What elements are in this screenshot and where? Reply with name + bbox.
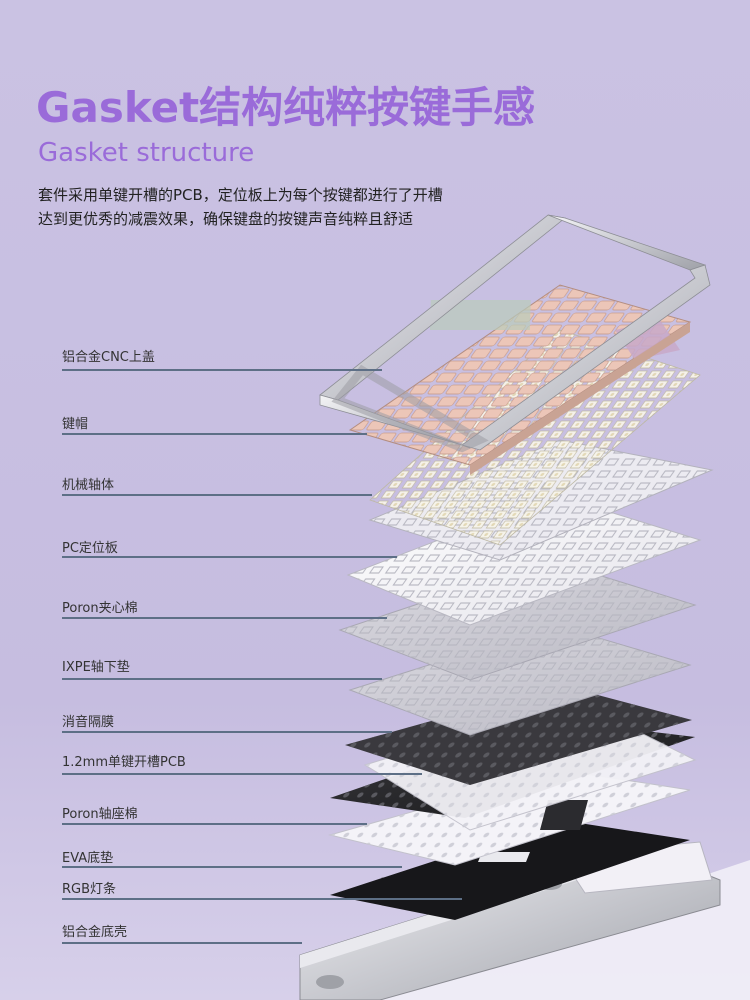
leader-line <box>62 617 387 619</box>
leader-line <box>62 942 302 944</box>
layer-label-bottom-case: 铝合金底壳 <box>62 925 128 940</box>
description: 套件采用单键开槽的PCB，定位板上为每个按键都进行了开槽 达到更优秀的减震效果，… <box>38 183 598 231</box>
page-subtitle: Gasket structure <box>38 138 255 168</box>
layer-label-pc-plate: PC定位板 <box>62 541 118 556</box>
leader-line <box>62 678 382 680</box>
leader-line <box>62 433 367 435</box>
description-line-2: 达到更优秀的减震效果，确保键盘的按键声音纯粹且舒适 <box>38 210 414 228</box>
leader-line <box>62 731 392 733</box>
description-line-1: 套件采用单键开槽的PCB，定位板上为每个按键都进行了开槽 <box>38 186 443 204</box>
leader-line <box>62 866 402 868</box>
eva-pad <box>330 820 690 920</box>
layer-label-keycaps: 键帽 <box>62 417 89 432</box>
layer-label-switches: 机械轴体 <box>62 478 115 493</box>
layer-label-pcb: 1.2mm单键开槽PCB <box>62 755 186 770</box>
layer-label-top-frame: 铝合金CNC上盖 <box>62 350 155 365</box>
leader-line <box>62 898 462 900</box>
page-title: Gasket结构纯粹按键手感 <box>36 83 536 132</box>
layer-label-poron-switch-foam: Poron轴座棉 <box>62 807 138 822</box>
layer-label-rgb-strip: RGB灯条 <box>62 882 117 897</box>
layer-label-ixpe: IXPE轴下垫 <box>62 660 130 675</box>
leader-line <box>62 556 397 558</box>
leader-line <box>62 773 422 775</box>
leader-line <box>62 494 372 496</box>
layer-label-eva-pad: EVA底垫 <box>62 851 114 866</box>
leader-line <box>62 823 367 825</box>
layer-label-poron-sandwich: Poron夹心棉 <box>62 601 138 616</box>
layer-label-dampening-film: 消音隔膜 <box>62 715 115 730</box>
top-frame <box>319 214 711 453</box>
leader-line <box>62 369 382 371</box>
dampening-film <box>345 685 692 785</box>
